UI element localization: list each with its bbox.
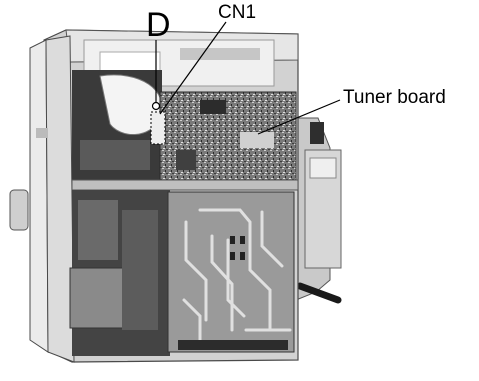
tuner-board-pcb xyxy=(159,91,297,181)
leader-lines xyxy=(155,21,341,135)
lower-mechanism xyxy=(69,190,170,356)
front-panel xyxy=(9,35,75,363)
power-cord xyxy=(296,282,342,304)
rear-panel xyxy=(295,117,342,301)
callout-d: D xyxy=(146,6,171,44)
main-board xyxy=(167,191,295,353)
leader-tuner xyxy=(257,99,341,135)
callout-tuner-board: Tuner board xyxy=(343,87,446,108)
leader-cn1 xyxy=(159,21,227,115)
cd-mechanism xyxy=(72,70,163,180)
callout-cn1: CN1 xyxy=(218,2,257,23)
cn1-connector xyxy=(150,101,166,145)
shelf xyxy=(71,179,299,191)
